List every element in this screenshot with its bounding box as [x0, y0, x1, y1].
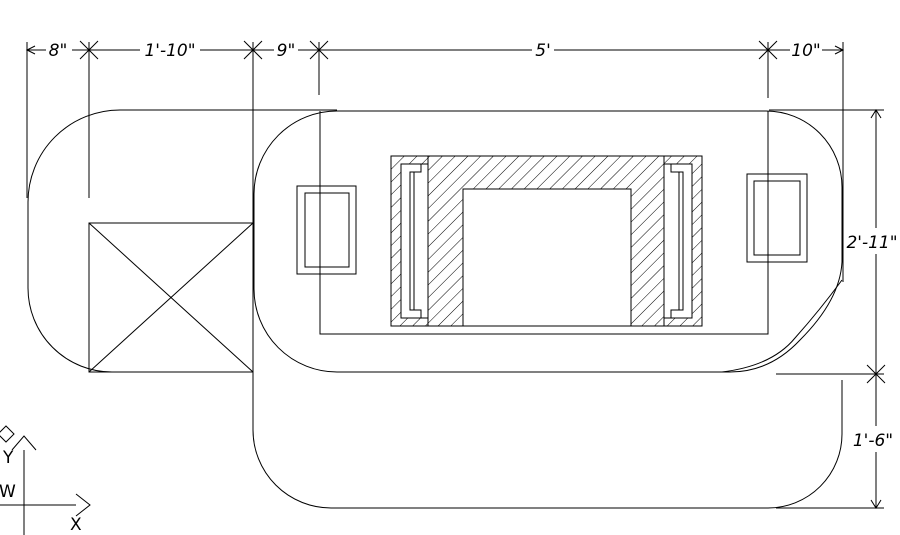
hatched-assembly [390, 155, 703, 327]
left-small-frame [296, 185, 357, 275]
dim-9in: 9" [277, 41, 296, 61]
ucs-y-marker [0, 425, 15, 443]
left-rounded-outline [27, 109, 337, 373]
lower-rounded-outline [252, 372, 843, 509]
dim-10in: 10" [791, 41, 820, 61]
dim-1ft-6in: 1'-6" [853, 431, 893, 451]
top-dimension-ticks [25, 40, 845, 60]
dim-1ft-10in: 1'-10" [144, 41, 195, 61]
dim-2ft-11in: 2'-11" [846, 233, 897, 253]
ucs-w-label: W [0, 482, 16, 502]
ucs-y-label: Y [2, 448, 14, 468]
right-dimension: 2'-11" 1'-6" [769, 109, 900, 509]
crossed-box [88, 222, 254, 373]
right-small-frame [746, 173, 808, 263]
ucs-icon: Y W X [0, 425, 91, 535]
dim-5ft: 5' [535, 41, 551, 61]
capsule-corner-offset [721, 279, 843, 373]
inner-frame [319, 111, 769, 335]
top-dimension: 8" 1'-10" 9" 5' 10" [25, 40, 845, 370]
dim-8in: 8" [49, 41, 68, 61]
main-capsule [253, 110, 843, 373]
ucs-x-label: X [70, 515, 82, 535]
